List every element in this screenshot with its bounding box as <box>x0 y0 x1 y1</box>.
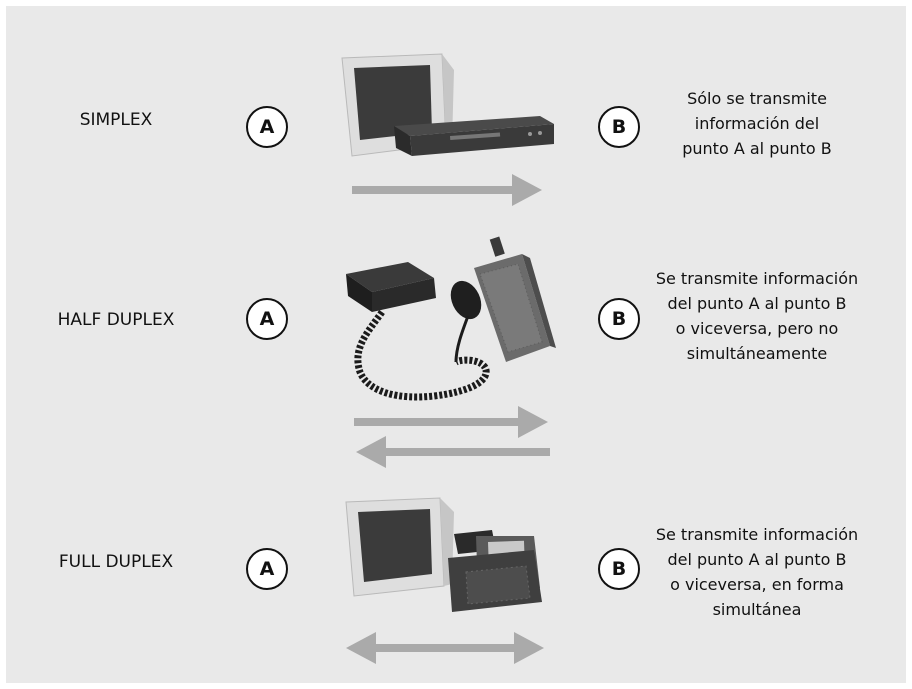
mode-label-simplex: SIMPLEX <box>79 110 153 130</box>
simplex-row: SIMPLEX A B Sólo se transmite informació… <box>6 6 906 226</box>
diagram-panel: SIMPLEX A B Sólo se transmite informació… <box>6 6 906 683</box>
endpoint-b-circle: B <box>598 298 640 340</box>
endpoint-a-circle: A <box>246 106 288 148</box>
description-line: o viceversa, pero no <box>675 319 839 338</box>
description-line: o viceversa, en forma <box>670 575 844 594</box>
description-line: simultánea <box>712 600 802 619</box>
endpoint-a-circle: A <box>246 298 288 340</box>
description-line: Sólo se transmite <box>687 89 827 108</box>
endpoint-a-circle: A <box>246 548 288 590</box>
description-line: simultáneamente <box>686 344 828 363</box>
description-line: del punto A al punto B <box>667 550 847 569</box>
description-line: del punto A al punto B <box>667 294 847 313</box>
endpoint-b-circle: B <box>598 548 640 590</box>
set-top-box-icon <box>394 116 554 156</box>
simplex-description: Sólo se transmite información del punto … <box>632 86 882 161</box>
mode-label-full-duplex: FULL DUPLEX <box>58 552 174 572</box>
half-duplex-row: HALF DUPLEX A B Se transm <box>6 226 906 468</box>
arrow-left <box>356 436 550 468</box>
arrow-double-headed <box>346 632 544 664</box>
description-line: Se transmite información <box>655 525 859 544</box>
mode-label-half-duplex: HALF DUPLEX <box>57 310 175 330</box>
half-duplex-description: Se transmite información del punto A al … <box>632 266 882 366</box>
crt-monitor-icon <box>345 497 454 597</box>
arrow-right <box>352 174 542 206</box>
description-line: Se transmite información <box>655 269 859 288</box>
radio-base-with-microphone-icon <box>346 262 490 401</box>
full-duplex-description: Se transmite información del punto A al … <box>632 522 882 622</box>
crt-monitor-icon <box>341 53 454 157</box>
arrow-right <box>354 406 548 438</box>
description-line: información del <box>694 114 820 133</box>
endpoint-b-circle: B <box>598 106 640 148</box>
full-duplex-row: FULL DUPLEX A B Se transmite información… <box>6 466 906 686</box>
walkie-talkie-icon <box>474 236 556 362</box>
ip-phone-icon <box>448 530 542 612</box>
description-line: punto A al punto B <box>682 139 832 158</box>
